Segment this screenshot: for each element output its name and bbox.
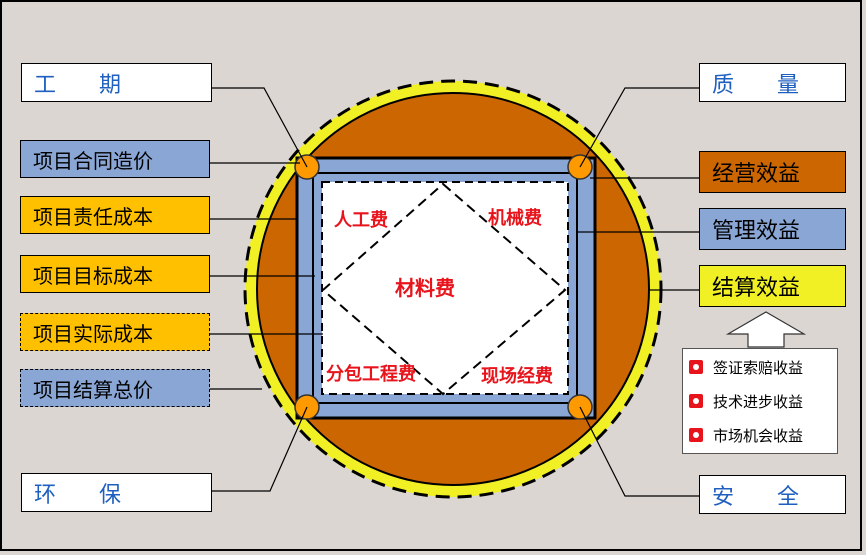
income-list: 签证索赔收益 技术进步收益 市场机会收益 <box>682 348 838 454</box>
cost-diamond <box>321 182 567 396</box>
label-schedule: 工 期 <box>21 63 212 102</box>
bullet-icon <box>689 394 703 408</box>
label-quality: 质 量 <box>699 63 846 102</box>
connector-environment <box>212 406 308 492</box>
label-actual-cost-text: 项目实际成本 <box>33 321 153 346</box>
label-schedule-text: 工 期 <box>34 72 139 98</box>
income-item-label: 签证索赔收益 <box>713 358 804 377</box>
label-management-benefit-text: 管理效益 <box>712 219 801 244</box>
label-contract-price: 项目合同造价 <box>20 140 210 178</box>
label-target-cost-text: 项目目标成本 <box>33 263 153 288</box>
label-operating-benefit-text: 经营效益 <box>712 162 801 187</box>
label-settlement-benefit: 结算效益 <box>699 265 846 307</box>
label-settlement-total-text: 项目结算总价 <box>33 377 153 402</box>
cost-site: 现场经费 <box>481 366 553 387</box>
label-contract-price-text: 项目合同造价 <box>33 148 153 173</box>
bullet-icon <box>689 428 703 442</box>
cost-material: 材料费 <box>395 276 455 300</box>
bullet-icon <box>689 360 703 374</box>
list-item: 签证索赔收益 <box>689 355 803 379</box>
inner-white-area <box>321 181 569 395</box>
label-responsibility-cost-text: 项目责任成本 <box>33 204 153 229</box>
label-settlement-benefit-text: 结算效益 <box>712 276 801 301</box>
cost-labor: 人工费 <box>334 210 388 231</box>
cost-machinery: 机械费 <box>488 208 542 229</box>
label-environment-text: 环 保 <box>34 482 139 508</box>
label-actual-cost: 项目实际成本 <box>20 313 210 351</box>
label-environment: 环 保 <box>21 473 212 512</box>
label-target-cost: 项目目标成本 <box>20 255 210 293</box>
connector-safety <box>579 406 699 497</box>
label-safety-text: 安 全 <box>712 484 817 510</box>
label-quality-text: 质 量 <box>712 72 817 98</box>
label-safety: 安 全 <box>699 475 846 514</box>
up-arrow <box>725 311 807 348</box>
list-item: 市场机会收益 <box>689 423 803 447</box>
connector-schedule <box>212 87 308 168</box>
list-item: 技术进步收益 <box>689 389 803 413</box>
income-item-label: 技术进步收益 <box>713 392 804 411</box>
label-management-benefit: 管理效益 <box>699 208 846 250</box>
cost-subcontract: 分包工程费 <box>326 364 416 385</box>
label-operating-benefit: 经营效益 <box>699 151 846 193</box>
label-settlement-total: 项目结算总价 <box>20 369 210 407</box>
income-item-label: 市场机会收益 <box>713 426 804 445</box>
label-responsibility-cost: 项目责任成本 <box>20 196 210 234</box>
connector-quality <box>579 87 699 168</box>
